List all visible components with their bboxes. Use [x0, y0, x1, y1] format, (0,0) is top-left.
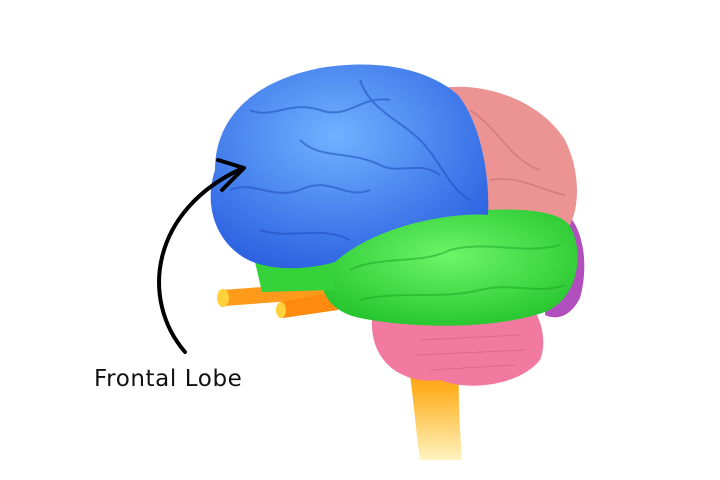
arrow-icon	[157, 166, 245, 354]
olfactory-nerve-2	[280, 292, 338, 318]
frontal-lobe-label: Frontal Lobe	[94, 366, 243, 392]
frontal-lobe	[210, 64, 489, 269]
